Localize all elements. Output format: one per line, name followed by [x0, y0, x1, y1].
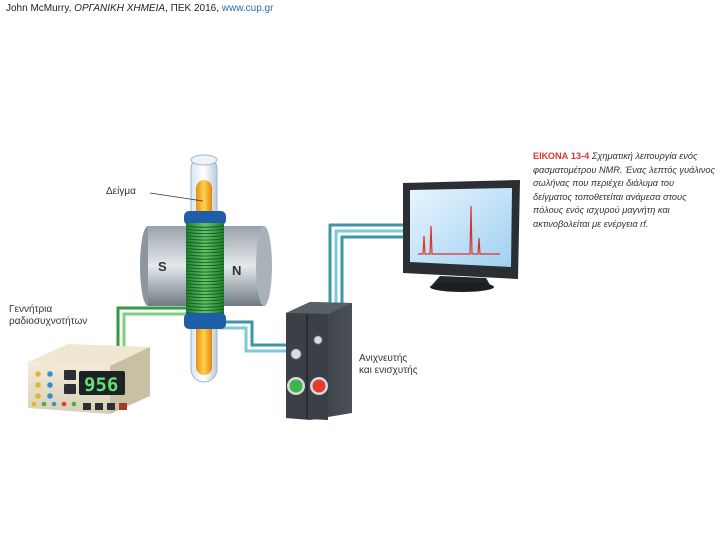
coil-turn — [185, 302, 225, 305]
coil-turn — [185, 286, 225, 289]
generator-indicator-light — [35, 382, 41, 388]
figure-caption-text: Σχηματική λειτουργία ενός φασματομέτρου … — [533, 151, 715, 229]
label-generator: Γεννήτρια ραδιοσυχνοτήτων — [9, 304, 87, 328]
generator-indicator-light — [35, 393, 41, 399]
coil-turn — [185, 228, 225, 231]
generator-display-digits: 956 — [84, 374, 118, 396]
generator-indicator-light — [61, 401, 67, 407]
coil-turn — [185, 299, 225, 302]
label-detector-line2: και ενισχυτής — [359, 365, 418, 376]
coil-turn — [185, 308, 225, 311]
coil-turn — [185, 235, 225, 238]
label-detector-line1: Ανιχνευτής — [359, 353, 408, 364]
coil-turn — [185, 263, 225, 267]
cable-generator-to-coil — [116, 306, 190, 352]
coil-turn — [185, 241, 225, 244]
generator-indicator-light — [47, 393, 53, 399]
detector-amplifier — [286, 302, 352, 420]
coil-turn — [185, 260, 225, 263]
magnet-pole-north — [218, 226, 272, 306]
generator-indicator-light — [41, 401, 47, 407]
generator-indicator-light — [51, 401, 57, 407]
generator-indicator-light — [47, 382, 53, 388]
pole-label-south: S — [158, 259, 167, 274]
pole-label-north: N — [232, 263, 241, 278]
header-citation: John McMurry, ΟΡΓΑΝΙΚΗ ΧΗΜΕΙΑ, ΠΕΚ 2016,… — [6, 3, 273, 14]
coil-turn — [185, 225, 225, 228]
coil-turn — [185, 283, 225, 286]
header-url-link[interactable]: www.cup.gr — [221, 3, 274, 14]
generator-indicator-light — [35, 371, 41, 377]
generator-button-4[interactable] — [119, 403, 127, 410]
figure-number: ΕΙΚΟΝΑ 13-4 — [533, 151, 590, 161]
coil-turn — [185, 254, 225, 257]
label-detector: Ανιχνευτής και ενισχυτής — [359, 353, 418, 377]
coil-turn — [185, 247, 225, 251]
coil-turn — [185, 270, 225, 273]
coil-turn — [185, 305, 225, 308]
coil-turn — [185, 279, 225, 283]
detector-knob-left[interactable] — [290, 348, 302, 360]
cable-monitor-to-detector — [328, 223, 405, 305]
coil-turn — [185, 251, 225, 254]
generator-indicator-light — [31, 401, 37, 407]
coil-turn — [185, 257, 225, 260]
detector-green-button[interactable] — [289, 379, 303, 393]
rf-coil — [184, 211, 226, 329]
coil-turn — [185, 292, 225, 295]
detector-red-button[interactable] — [312, 379, 326, 393]
generator-socket-top — [64, 370, 76, 380]
generator-indicator-light — [47, 371, 53, 377]
label-generator-line1: Γεννήτρια — [9, 304, 53, 315]
header-book-title: ΟΡΓΑΝΙΚΗ ΧΗΜΕΙΑ — [74, 3, 166, 14]
rf-generator: 956 — [28, 344, 150, 414]
coil-turn — [185, 267, 225, 270]
monitor-screen — [410, 188, 512, 267]
coil-turn — [185, 295, 225, 299]
coil-turn — [185, 238, 225, 241]
nmr-spectrum-peaks — [418, 205, 500, 255]
sample-leader-line — [149, 192, 204, 202]
generator-button-1[interactable] — [83, 403, 91, 410]
generator-display-panel — [79, 371, 125, 395]
label-sample: Δείγμα — [106, 186, 136, 197]
header-author: John McMurry, — [6, 3, 75, 14]
coil-turn — [185, 289, 225, 292]
label-generator-line2: ραδιοσυχνοτήτων — [9, 316, 88, 327]
detector-knob-right[interactable] — [313, 335, 323, 345]
monitor — [403, 180, 520, 292]
generator-button-2[interactable] — [95, 403, 103, 410]
figure-caption: ΕΙΚΟΝΑ 13-4 Σχηματική λειτουργία ενός φα… — [533, 150, 715, 231]
cable-coil-to-detector — [220, 320, 290, 353]
generator-button-3[interactable] — [107, 403, 115, 410]
coil-turn — [185, 273, 225, 276]
generator-indicator-light — [71, 401, 77, 407]
coil-turn — [185, 244, 225, 247]
generator-socket-bottom — [64, 384, 76, 394]
coil-turn — [185, 231, 225, 235]
header-publisher: , ΠΕΚ 2016, — [165, 3, 222, 14]
coil-turn — [185, 276, 225, 279]
